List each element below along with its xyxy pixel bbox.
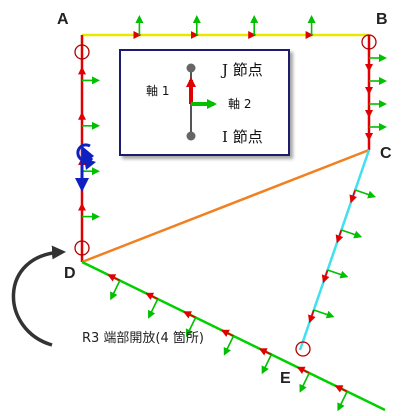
release-marker-b: [361, 34, 377, 50]
moment-arrow-icon: [75, 143, 96, 192]
j-node-dot-icon: [186, 63, 196, 73]
member-de-axis1-arrow: [258, 348, 272, 356]
release-marker-d: [74, 240, 90, 256]
member-de-axis2-arrow: [299, 372, 310, 393]
member-de-axis1-arrow: [220, 329, 234, 337]
legend-j-node: J 節点: [220, 61, 263, 79]
member-ce-axis2-arrow: [327, 269, 349, 279]
member-dc: [81, 148, 370, 264]
node-label-a: A: [57, 11, 69, 28]
node-label-c: C: [380, 145, 392, 162]
node-label-e: E: [280, 370, 291, 387]
legend-box: J 節点 I 節点 軸 1 軸 2: [119, 49, 290, 156]
member-ce-axis1-arrow: [321, 269, 330, 284]
member-de-axis2-arrow: [337, 391, 348, 412]
member-de-axis2-arrow: [223, 335, 235, 356]
legend-i-node: I 節点: [222, 128, 263, 146]
note-pointer-arrow: [11, 245, 66, 347]
member-de-axis1-arrow: [145, 292, 159, 300]
node-label-d: D: [64, 265, 76, 282]
release-note: R3 端部開放(4 箇所): [82, 330, 204, 346]
legend-axis2: 軸 2: [228, 97, 251, 111]
member-ce-axis2-arrow: [313, 309, 335, 319]
node-label-b: B: [376, 11, 388, 28]
member-ce-axis1-arrow: [335, 229, 344, 244]
member-de-axis1-arrow: [107, 274, 121, 282]
member-de-axis2-arrow: [110, 280, 121, 301]
i-node-dot-icon: [186, 131, 196, 141]
member-ce-axis1-arrow: [349, 189, 358, 204]
member-de-axis2-arrow: [185, 317, 197, 338]
member-de-axis1-arrow: [296, 366, 310, 374]
release-marker-a: [74, 44, 90, 60]
member-de-axis2-arrow: [261, 354, 273, 375]
member-ce-axis1-arrow: [308, 309, 316, 324]
member-de-axis2-arrow: [148, 298, 159, 319]
member-de-axis1-arrow: [334, 385, 348, 393]
member-ce-axis2-arrow: [354, 189, 376, 199]
member-ce-axis2-arrow: [341, 229, 363, 239]
member-de-axis1-arrow: [183, 311, 196, 319]
legend-axis1: 軸 1: [146, 84, 169, 98]
release-marker-e: [295, 341, 311, 357]
